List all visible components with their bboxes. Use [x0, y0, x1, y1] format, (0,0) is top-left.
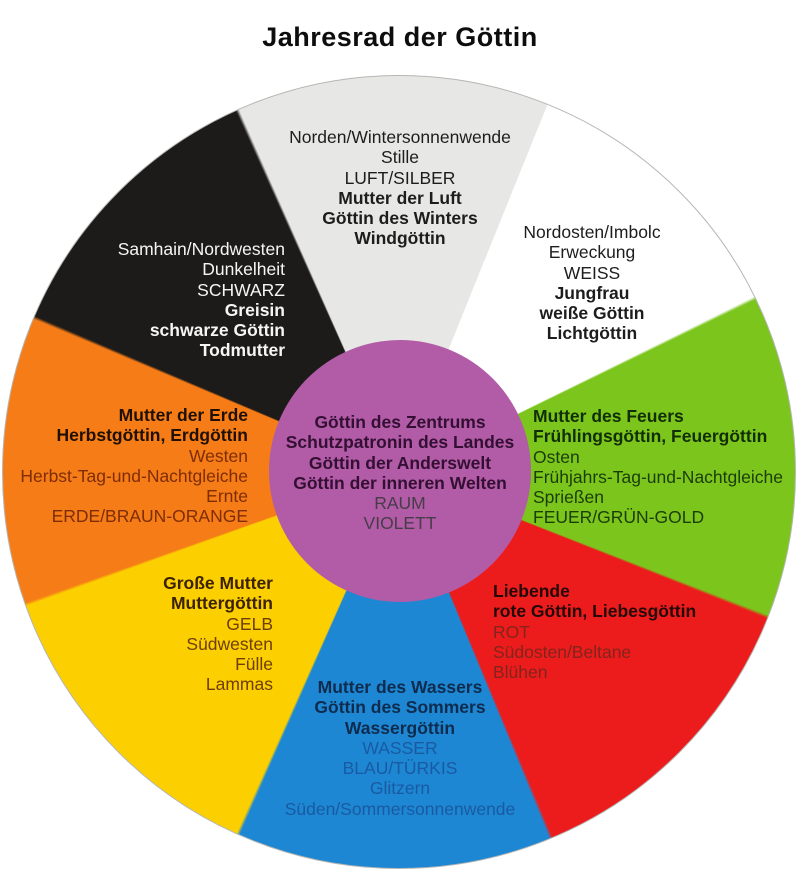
segment-line: SCHWARZ: [197, 279, 285, 300]
segment-line: Herbst-Tag-und-Nachtgleiche: [20, 465, 248, 486]
segment-line: Erweckung: [548, 242, 636, 263]
segment-nordwesten-text: Samhain/Nordwesten Dunkelheit SCHWARZ Gr…: [45, 239, 285, 361]
segment-line: Liebende: [493, 581, 570, 601]
segment-osten-text: Mutter des Feuers Frühlingsgöttin, Feuer…: [533, 406, 799, 528]
center-text: Göttin des Zentrums Schutzpatronin des L…: [266, 412, 534, 534]
segment-line: ROT: [493, 621, 530, 642]
segment-line: Göttin des Sommers: [314, 697, 486, 718]
segment-line: Lichtgöttin: [546, 323, 638, 344]
segment-line: schwarze Göttin: [149, 320, 285, 341]
segment-line: Mutter der Erde: [118, 405, 248, 425]
segment-line: Dunkelheit: [202, 259, 285, 280]
segment-suedwesten-text: Große Mutter Muttergöttin GELB Südwesten…: [23, 573, 273, 695]
segment-line: Jungfrau: [554, 282, 630, 303]
segment-line: Frühjahrs-Tag-und-Nachtgleiche: [533, 466, 783, 487]
segment-line: Westen: [188, 445, 248, 466]
segment-line: Herbstgöttin, Erdgöttin: [56, 425, 248, 446]
center-line: Schutzpatronin des Landes: [285, 432, 515, 453]
segment-line: Samhain/Nordwesten: [117, 239, 285, 259]
segment-line: Todmutter: [199, 340, 285, 361]
segment-suedosten-text: Liebende rote Göttin, Liebesgöttin ROT S…: [493, 581, 763, 682]
segment-sueden-text: Mutter des Wassers Göttin des Sommers Wa…: [240, 677, 560, 819]
segment-line: Sprießen: [533, 487, 605, 508]
segment-line: Blühen: [493, 662, 548, 683]
segment-line: rote Göttin, Liebesgöttin: [493, 601, 697, 622]
segment-line: Windgöttin: [354, 228, 446, 249]
segment-line: Muttergöttin: [170, 593, 273, 614]
segment-line: FEUER/GRÜN-GOLD: [533, 507, 705, 528]
segment-line: GELB: [226, 613, 273, 634]
segment-line: BLAU/TÜRKIS: [342, 758, 458, 779]
segment-line: Südwesten: [186, 633, 273, 654]
segment-nordosten-text: Nordosten/Imbolc Erweckung WEISS Jungfra…: [482, 222, 702, 344]
center-line: RAUM: [374, 493, 426, 514]
segment-line: Wassergöttin: [344, 717, 456, 738]
segment-line: Stille: [381, 147, 419, 168]
segment-line: Ernte: [206, 486, 248, 507]
segment-line: Große Mutter: [163, 573, 273, 593]
segment-line: Mutter des Feuers: [533, 406, 684, 426]
segment-line: Glitzern: [369, 778, 431, 799]
segment-line: Norden/Wintersonnenwende: [289, 127, 511, 147]
segment-line: Süden/Sommersonnenwende: [284, 798, 516, 819]
segment-line: WEISS: [563, 262, 621, 283]
segment-line: Göttin des Winters: [322, 208, 478, 229]
diagram-title: Jahresrad der Göttin: [262, 22, 538, 52]
center-line: Göttin des Zentrums: [314, 412, 486, 432]
segment-line: Frühlingsgöttin, Feuergöttin: [533, 426, 768, 447]
segment-line: WASSER: [362, 737, 438, 758]
segment-line: LUFT/SILBER: [344, 167, 456, 188]
segment-line: Nordosten/Imbolc: [523, 222, 661, 242]
center-circle: [269, 340, 531, 602]
segment-line: Südosten/Beltane: [493, 641, 632, 662]
segment-line: Fülle: [235, 654, 273, 675]
segment-line: Lammas: [205, 674, 273, 695]
segment-westen-text: Mutter der Erde Herbstgöttin, Erdgöttin …: [0, 405, 248, 527]
segment-line: Mutter des Wassers: [317, 677, 483, 697]
segment-line: ERDE/BRAUN-ORANGE: [51, 506, 248, 527]
segment-line: weiße Göttin: [539, 303, 645, 324]
segment-line: Greisin: [224, 299, 285, 320]
center-line: Göttin der inneren Welten: [293, 472, 507, 493]
segment-line: Mutter der Luft: [338, 187, 462, 208]
center-line: VIOLETT: [363, 513, 437, 534]
segment-norden-text: Norden/Wintersonnenwende Stille LUFT/SIL…: [250, 127, 550, 249]
center-line: Göttin der Anderswelt: [308, 452, 492, 473]
segment-line: Osten: [533, 446, 580, 467]
